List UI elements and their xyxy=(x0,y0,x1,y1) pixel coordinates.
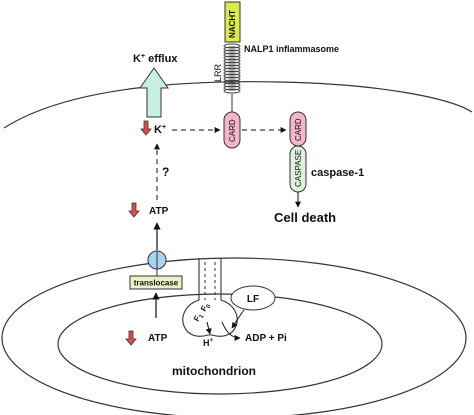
lrr-coil-segment xyxy=(223,55,241,61)
lf-inhibition-arrow xyxy=(231,309,245,329)
adp-pi-label: ADP + Pi xyxy=(245,333,287,344)
lrr-coil-segment xyxy=(223,52,241,58)
mitochondrion-inner-membrane xyxy=(57,293,383,395)
card2-label: CARD xyxy=(294,118,303,141)
mitochondrion-outer-membrane xyxy=(1,257,467,415)
lrr-coil-segment xyxy=(223,58,241,64)
cell-death-label: Cell death xyxy=(274,210,336,225)
nacht-domain xyxy=(224,1,241,43)
nalp1-inflammasome-label: NALP1 inflammasome xyxy=(244,44,339,54)
lrr-coil-segment xyxy=(223,61,241,67)
question-mark: ? xyxy=(162,165,169,179)
lrr-coil-segment xyxy=(223,64,241,70)
lrr-coil-segment xyxy=(223,76,241,82)
k-decrease-arrow xyxy=(140,120,152,136)
lf-oval xyxy=(230,285,276,311)
lrr-coil-segment xyxy=(223,49,241,55)
lrr-coil-segment xyxy=(223,79,241,85)
atp-lower-decrease-arrow xyxy=(125,330,137,346)
card-domain-nalp1 xyxy=(223,111,241,149)
card1-label: CARD xyxy=(228,119,237,142)
f0-label: F0 xyxy=(199,301,213,314)
proton-label: H+ xyxy=(203,338,214,348)
lf-label: LF xyxy=(247,294,259,305)
k-efflux-arrow xyxy=(139,67,169,118)
atp-lower-label: ATP xyxy=(148,333,168,344)
translocase-label: translocase xyxy=(134,279,179,288)
caspase-1-label: caspase-1 xyxy=(311,167,364,179)
lrr-domain xyxy=(223,43,241,94)
atp-synthase-f1f0 xyxy=(182,258,238,337)
mitochondrion-label: mitochondrion xyxy=(172,364,256,378)
lrr-coil-segment xyxy=(223,85,241,91)
lrr-coil-segment xyxy=(223,67,241,73)
caspase-domain-label: CASPASE xyxy=(294,150,303,187)
atp-upper-label: ATP xyxy=(149,206,169,217)
adp-pi-arrow xyxy=(221,321,241,341)
f1-label: F1 xyxy=(192,311,206,324)
lrr-coil-segment xyxy=(223,46,241,52)
translocase-box xyxy=(129,275,183,290)
atp-upper-decrease-arrow xyxy=(128,202,140,218)
lrr-coil-segment xyxy=(223,70,241,76)
lrr-coil-segment xyxy=(223,82,241,88)
k-efflux-label: K+ efflux xyxy=(133,53,178,65)
lrr-coil-segment xyxy=(223,73,241,79)
lrr-coil-segment xyxy=(223,43,241,49)
lrr-label: LRR xyxy=(213,63,223,82)
cell-membrane xyxy=(3,81,473,129)
lrr-coil-segment xyxy=(223,88,241,94)
proton-arrow xyxy=(205,321,212,335)
k-ion-label: K+ xyxy=(154,124,166,136)
nacht-label: NACHT xyxy=(228,10,237,38)
